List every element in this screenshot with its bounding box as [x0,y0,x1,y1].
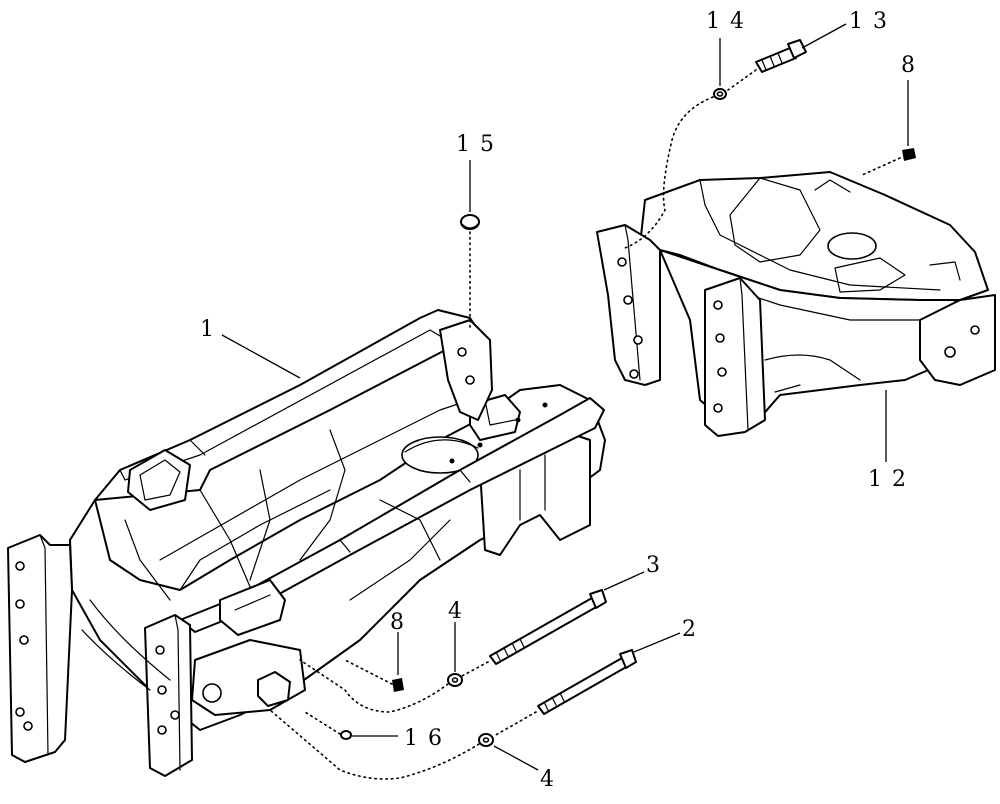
callout-15: 15 [456,132,504,157]
callout-8-upper: 8 [901,53,925,78]
rear-housing-part [596,171,996,437]
bolt-13 [755,39,807,73]
callout-2: 2 [682,617,706,642]
callout-14: 14 [706,9,754,34]
assembly-path-2-4 [493,711,537,737]
callout-3: 3 [646,553,670,578]
leader-13 [801,23,847,49]
assembly-path-8-frame [344,659,393,685]
assembly-path-4-frame-lower [269,709,480,780]
assembly-path-13-14 [727,69,757,91]
cap-15 [460,214,480,230]
assembly-path-3-4 [461,661,489,677]
assembly-path-16-frame [304,711,341,735]
assembly-path-8-housing [859,157,901,177]
long-bolt-3 [489,589,607,665]
plug-8-lower [392,678,404,692]
long-bolt-2 [537,649,637,715]
assembly-path-4-frame-upper [299,659,449,713]
callout-12: 12 [868,467,916,492]
leader-3 [603,571,645,591]
callout-16: 16 [404,726,452,751]
assembly-path-14-housing [624,96,714,249]
callout-1: 1 [200,317,224,342]
plug-16 [340,730,352,740]
front-frame-part [7,309,606,777]
callout-8-lower: 8 [390,610,414,635]
callout-13: 13 [849,9,897,34]
leader-2 [633,632,681,653]
callout-4-upper: 4 [448,599,472,624]
callout-4-lower: 4 [540,767,564,792]
leader-1 [221,334,301,379]
plug-8-upper [902,148,916,161]
leader-4-lower [493,745,539,771]
